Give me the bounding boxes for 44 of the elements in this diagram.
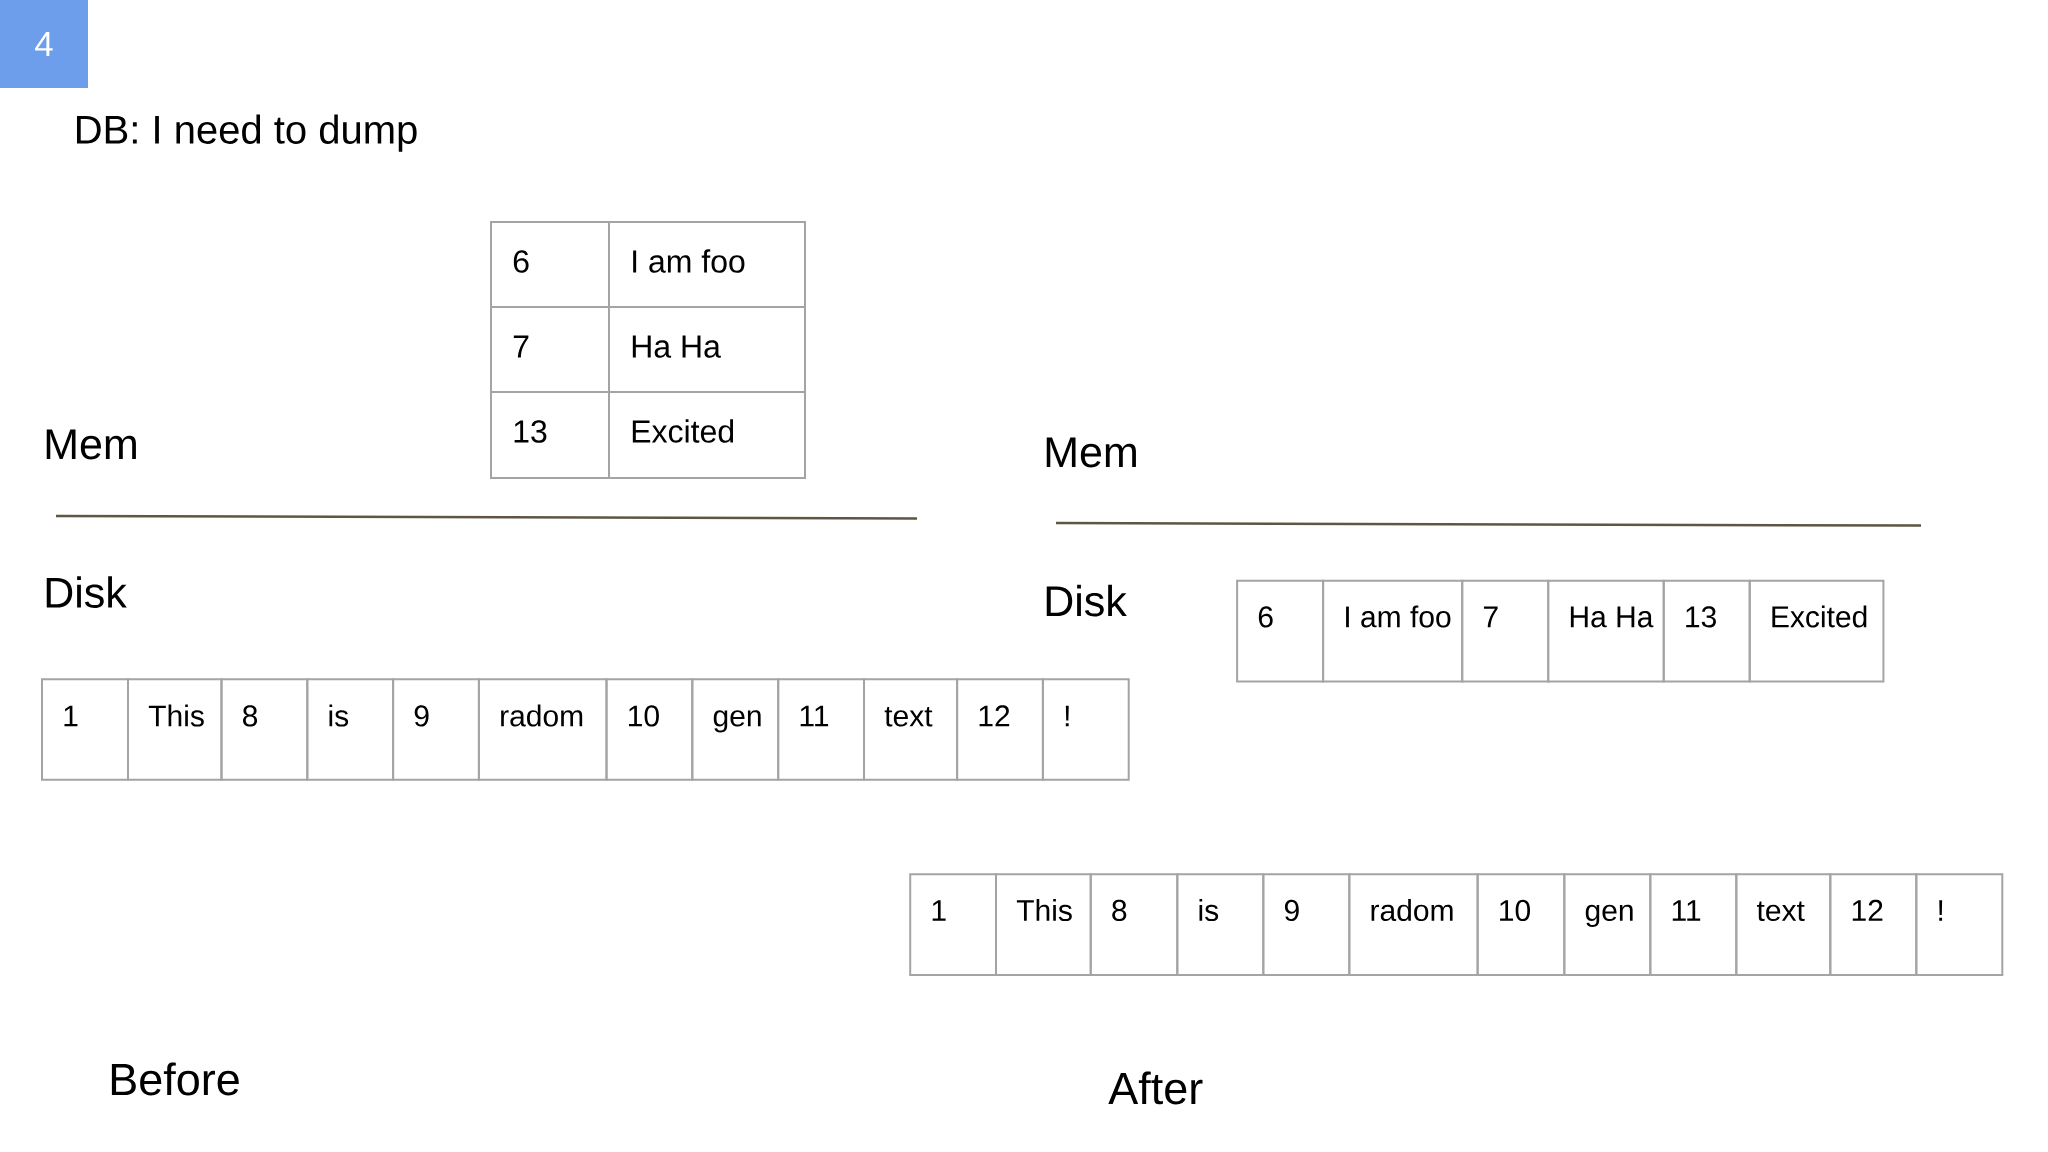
table-cell: 12 <box>1829 873 1918 976</box>
table-cell: is <box>1176 873 1265 976</box>
table-cell: 10 <box>1476 873 1566 976</box>
table-cell: Ha Ha <box>1547 579 1665 683</box>
table-cell: 12 <box>956 678 1044 781</box>
table-cell: 9 <box>1262 873 1351 976</box>
table-cell: 1 <box>909 873 997 976</box>
section-label: Mem <box>46 429 136 460</box>
table-cell: radom <box>477 678 608 781</box>
table-cell: I am foo <box>608 221 806 308</box>
table-cell: 9 <box>392 678 480 781</box>
table-cell: 13 <box>1662 579 1751 683</box>
panel-caption: Before <box>111 1062 239 1096</box>
table-cell: 10 <box>605 678 694 781</box>
slide-title: DB: I need to dump <box>77 114 417 152</box>
table-cell: ! <box>1041 678 1130 781</box>
section-label: Mem <box>1046 437 1136 468</box>
table-cell: 6 <box>1236 579 1325 683</box>
table-cell: gen <box>1563 873 1652 976</box>
table-cell: text <box>1735 873 1832 976</box>
section-label: Disk <box>1046 584 1127 617</box>
table-cell: text <box>863 678 959 781</box>
table-cell: 6 <box>490 221 610 308</box>
panel-caption: After <box>1108 1071 1203 1105</box>
slide-number-badge: 4 <box>0 0 88 88</box>
table-cell: 8 <box>1089 873 1179 976</box>
table-cell: Excited <box>1748 579 1885 683</box>
table-cell: This <box>127 678 223 781</box>
table-cell: 7 <box>490 306 610 393</box>
table-cell: This <box>995 873 1092 976</box>
table-cell: Ha Ha <box>608 306 806 393</box>
table-cell: ! <box>1915 873 2004 976</box>
table-cell: is <box>306 678 395 781</box>
table-cell: 8 <box>220 678 309 781</box>
table-cell: 7 <box>1461 579 1550 683</box>
table-cell: Excited <box>608 391 806 479</box>
section-label: Disk <box>46 576 127 608</box>
table-cell: gen <box>691 678 780 781</box>
table-cell: I am foo <box>1322 579 1464 683</box>
table-cell: 13 <box>490 391 610 479</box>
table-cell: radom <box>1348 873 1479 976</box>
table-cell: 11 <box>777 678 865 781</box>
table-cell: 11 <box>1649 873 1738 976</box>
table-cell: 1 <box>41 678 129 781</box>
